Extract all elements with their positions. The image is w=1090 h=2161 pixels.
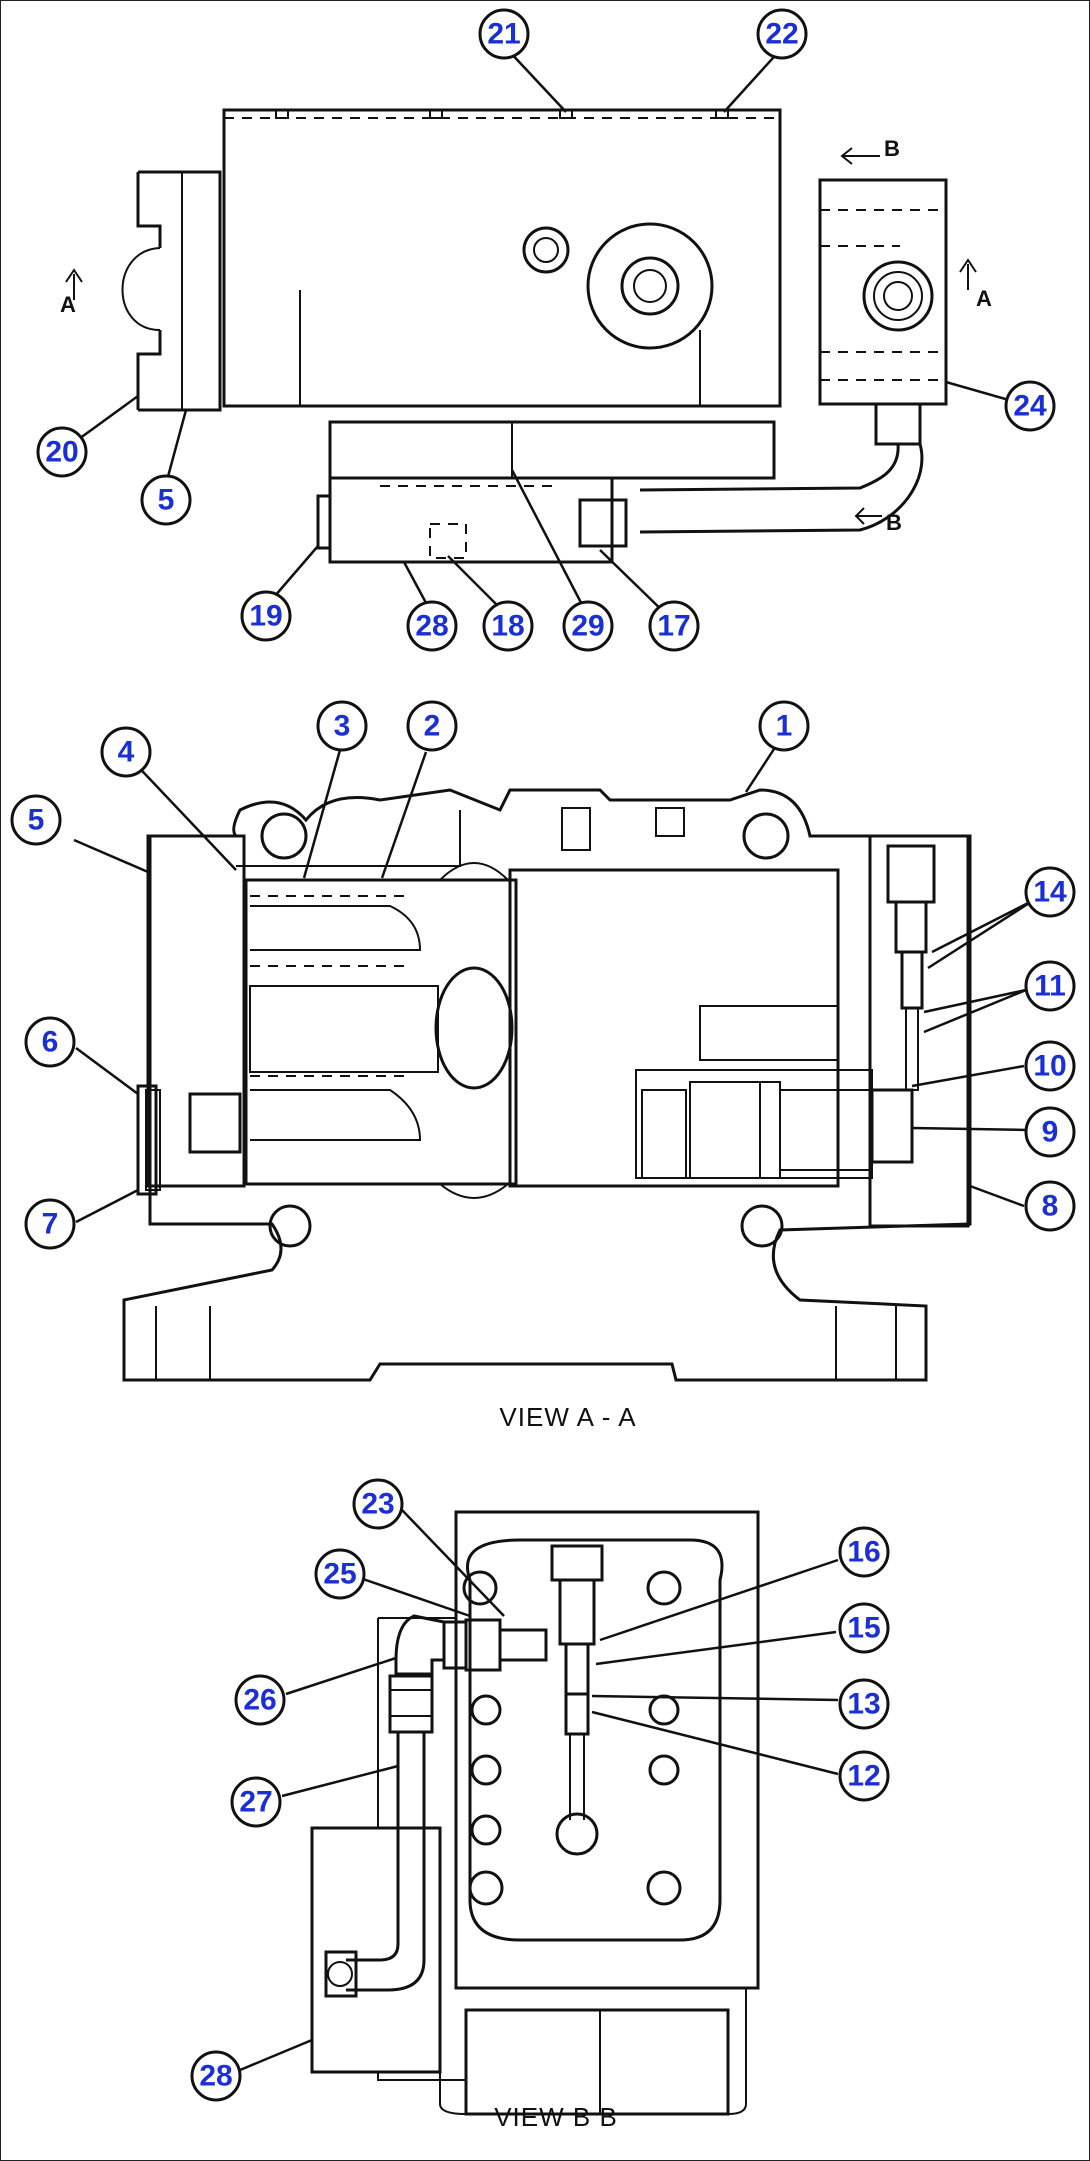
svg-text:26: 26 <box>243 1684 276 1717</box>
callout-23: 23 <box>352 1478 404 1530</box>
callout-4: 4 <box>100 726 152 778</box>
callout-5-top: 5 <box>140 474 192 526</box>
callout-15: 15 <box>838 1602 890 1654</box>
callout-1: 1 <box>758 700 810 752</box>
svg-text:1: 1 <box>776 710 793 743</box>
svg-text:12: 12 <box>847 1760 880 1793</box>
callout-12: 12 <box>838 1750 890 1802</box>
callout-5-a: 5 <box>10 794 62 846</box>
view-a-a: 4 3 2 1 5 14 11 6 10 9 7 8 VIEW A - A <box>10 700 1076 1432</box>
svg-text:5: 5 <box>158 484 175 517</box>
svg-text:11: 11 <box>1034 970 1066 1003</box>
svg-text:28: 28 <box>415 610 448 643</box>
view-a-caption: VIEW A - A <box>499 1402 636 1432</box>
svg-text:25: 25 <box>323 1558 356 1591</box>
callout-28-b: 28 <box>190 2050 242 2102</box>
section-mark-b-bottom: B <box>886 510 902 535</box>
svg-text:22: 22 <box>765 18 798 51</box>
callout-25: 25 <box>314 1548 366 1600</box>
svg-text:18: 18 <box>491 610 524 643</box>
svg-text:21: 21 <box>487 18 520 51</box>
callout-27: 27 <box>230 1776 282 1828</box>
callout-20: 20 <box>36 426 88 478</box>
svg-text:3: 3 <box>334 710 351 743</box>
svg-text:29: 29 <box>571 610 604 643</box>
svg-text:27: 27 <box>239 1786 272 1819</box>
callout-9: 9 <box>1024 1106 1076 1158</box>
svg-text:19: 19 <box>249 600 282 633</box>
callout-22: 22 <box>756 8 808 60</box>
svg-text:20: 20 <box>45 436 78 469</box>
callout-6: 6 <box>24 1016 76 1068</box>
view-b-caption: VIEW B B <box>494 2102 618 2132</box>
callout-13: 13 <box>838 1678 890 1730</box>
svg-text:5: 5 <box>28 804 45 837</box>
callout-21: 21 <box>478 8 530 60</box>
callout-26: 26 <box>234 1674 286 1726</box>
svg-text:4: 4 <box>118 736 135 769</box>
callout-8: 8 <box>1024 1180 1076 1232</box>
top-view: A A B B 21 22 24 20 5 19 28 18 29 17 <box>36 8 1056 652</box>
callout-7: 7 <box>24 1198 76 1250</box>
svg-text:9: 9 <box>1042 1116 1059 1149</box>
callout-29: 29 <box>562 600 614 652</box>
view-b-b: 23 16 25 15 26 13 27 12 28 VIEW B B <box>190 1478 890 2132</box>
callout-3: 3 <box>316 700 368 752</box>
callout-19: 19 <box>240 590 292 642</box>
section-mark-b-top: B <box>884 136 900 161</box>
callout-10: 10 <box>1024 1040 1076 1092</box>
svg-text:16: 16 <box>847 1536 880 1569</box>
svg-text:24: 24 <box>1013 390 1047 423</box>
svg-text:7: 7 <box>42 1208 59 1241</box>
callout-2: 2 <box>406 700 458 752</box>
svg-text:8: 8 <box>1042 1190 1059 1223</box>
svg-text:28: 28 <box>199 2060 232 2093</box>
callout-17: 17 <box>648 600 700 652</box>
svg-text:14: 14 <box>1033 876 1067 909</box>
callout-24: 24 <box>1004 380 1056 432</box>
svg-text:10: 10 <box>1033 1050 1066 1083</box>
svg-text:23: 23 <box>361 1488 394 1521</box>
callout-14: 14 <box>1024 866 1076 918</box>
svg-text:2: 2 <box>424 710 441 743</box>
callout-11: 11 <box>1024 960 1076 1012</box>
section-mark-a-right: A <box>976 286 992 311</box>
svg-text:15: 15 <box>847 1612 880 1645</box>
svg-text:17: 17 <box>657 610 690 643</box>
svg-text:6: 6 <box>42 1026 59 1059</box>
svg-text:13: 13 <box>847 1688 880 1721</box>
callout-16: 16 <box>838 1526 890 1578</box>
callout-28-top: 28 <box>406 600 458 652</box>
section-mark-a-left: A <box>60 292 76 317</box>
callout-18: 18 <box>482 600 534 652</box>
